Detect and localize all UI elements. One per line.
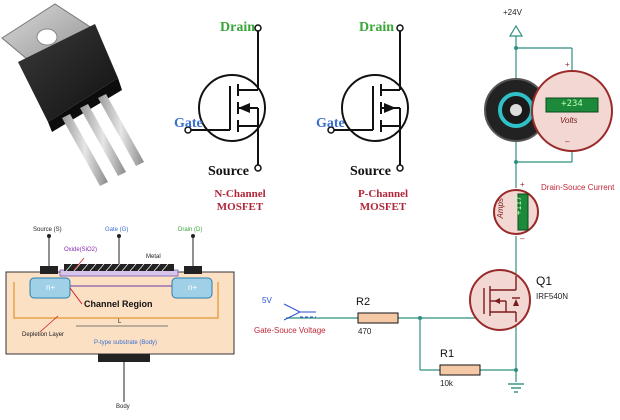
ammeter-minus: – bbox=[520, 234, 525, 243]
cs-gate-label: Gate (G) bbox=[105, 227, 129, 233]
voltmeter-unit: Volts bbox=[560, 116, 578, 125]
n-channel-title: N-Channel MOSFET bbox=[208, 188, 272, 214]
p-channel-title: P-Channel MOSFET bbox=[350, 188, 416, 214]
voltmeter-readout: +234 bbox=[561, 99, 583, 109]
r1-name: R1 bbox=[440, 348, 455, 360]
cs-depletion-label: Depletion Layer bbox=[22, 332, 65, 338]
p-source-label: Source bbox=[350, 164, 391, 179]
supply-label: +24V bbox=[503, 8, 522, 17]
n-title-line2: MOSFET bbox=[216, 201, 264, 213]
cs-source-label: Source (S) bbox=[33, 227, 62, 233]
cs-body-label: Body bbox=[116, 404, 130, 410]
r2-value: 470 bbox=[358, 327, 372, 336]
ammeter-plus: + bbox=[520, 180, 525, 189]
p-title-line2: MOSFET bbox=[359, 201, 407, 213]
p-title-line1: P-Channel bbox=[357, 188, 409, 200]
ammeter-readout: +117 bbox=[514, 196, 523, 216]
q1-part: IRF540N bbox=[536, 292, 569, 301]
cs-length-label: L bbox=[118, 319, 122, 325]
r2-name: R2 bbox=[356, 296, 371, 308]
cs-oxide-label: Oxide(SiO2) bbox=[64, 247, 98, 253]
cs-nplus-right: n+ bbox=[188, 283, 198, 292]
cs-nplus-left: n+ bbox=[46, 283, 56, 292]
n-drain-label: Drain bbox=[220, 20, 255, 35]
n-title-line1: N-Channel bbox=[214, 188, 266, 200]
to220-transistor-icon bbox=[1, 3, 144, 186]
n-gate-label: Gate bbox=[174, 116, 203, 131]
p-drain-label: Drain bbox=[359, 20, 394, 35]
voltmeter-plus: + bbox=[565, 60, 570, 69]
cs-channel-label: Channel Region bbox=[84, 299, 153, 309]
source-voltage: 5V bbox=[262, 296, 272, 305]
n-source-label: Source bbox=[208, 164, 249, 179]
p-gate-label: Gate bbox=[316, 116, 345, 131]
ammeter-unit: Amps bbox=[496, 198, 505, 219]
gate-source-label: Gate-Souce Voltage bbox=[254, 326, 326, 335]
r1-value: 10k bbox=[440, 379, 453, 388]
cs-substrate-label: P-type substrate (Body) bbox=[94, 340, 158, 346]
voltmeter-minus: – bbox=[565, 137, 570, 146]
cs-metal-label: Metal bbox=[146, 254, 161, 260]
q1-name: Q1 bbox=[536, 274, 553, 288]
cs-drain-label: Drain (D) bbox=[178, 227, 203, 233]
drain-source-label: Drain-Souce Current bbox=[541, 183, 615, 192]
